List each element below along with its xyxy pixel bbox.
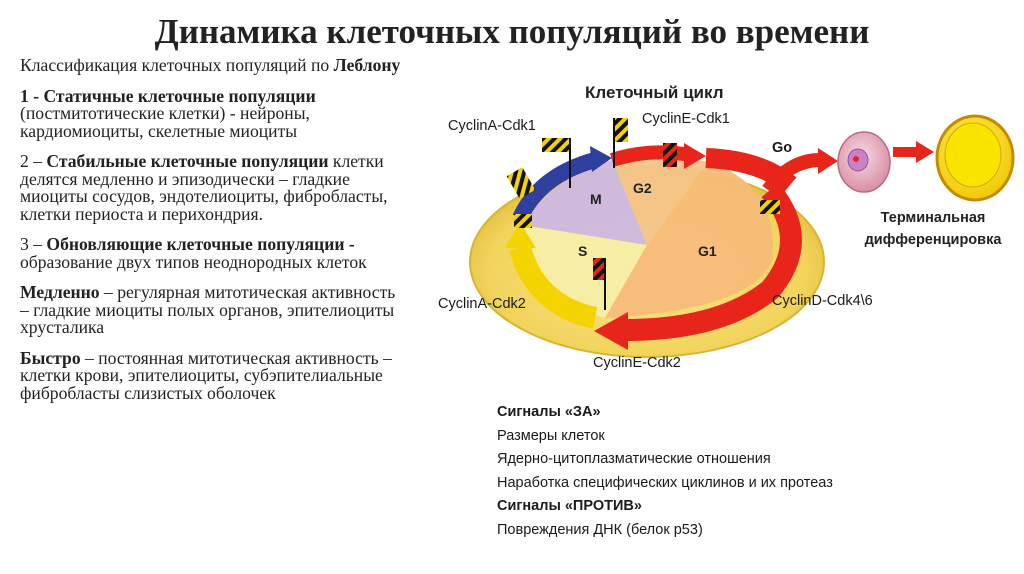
signals-against-title: Сигналы «ПРОТИВ» [497,498,642,514]
arrow-g1-head [594,312,628,350]
intro-paragraph: Классификация клеточных популяций по Леб… [20,55,405,75]
arrow-s-head [505,222,536,248]
arrow-to-cell [762,153,821,195]
arrow-g2-head [684,143,706,169]
label-go: Go [772,140,793,156]
phase-g1: G1 [698,243,717,259]
phase-s: S [578,243,588,259]
intro-text: Классификация клеточных популяций по [20,55,334,75]
page-title: Динамика клеточных популяций во времени [154,12,870,51]
item-stable-heading: Стабильные клеточные популяции [46,151,329,171]
signals-for-title: Сигналы «ЗА» [497,404,601,420]
arrow-g1 [624,182,802,341]
undifferentiated-nucleolus [853,156,859,162]
item-static: 1 - Статичные клеточные популяции (постм… [20,85,405,141]
signal-for-item: Размеры клеток [497,427,605,444]
item-static-heading: 1 - Статичные клеточные популяции [20,85,316,106]
arrow-m-head [590,146,612,172]
signal-for-item: Наработка специфических циклинов и их пр… [497,474,833,491]
signal-against-item: Повреждения ДНК (белок р53) [497,521,703,538]
sector-g1 [605,162,773,318]
phase-m: M [590,191,602,207]
terminal-differentiation-label: Терминальная дифференцировка [864,210,1002,248]
item-renewing-number: 3 – [20,234,47,254]
arrow-g2 [609,145,692,167]
label-cyclind-cdk46: CyclinD-Cdk4\6 [772,293,873,309]
item-fast: Быстро – постоянная митотическая активно… [20,347,405,403]
signal-for-item: Ядерно-цитоплазматические отношения [497,451,771,467]
item-static-text: (постмитотические клетки) - нейроны, кар… [20,103,310,141]
item-renewing-text: образование двух типов неоднородных клет… [20,251,367,272]
checkpoint-flags [506,118,780,310]
item-fast-heading: Быстро [20,347,81,368]
item-stable-number: 2 – [20,151,47,171]
item-slow-heading: Медленно [20,282,100,302]
intro-author: Леблону [333,55,401,75]
item-fast-text: – постоянная митотическая активность – к… [20,347,392,403]
label-cycline-cdk1: CyclinE-Cdk1 [642,111,730,127]
phase-g2: G2 [633,180,652,196]
cell-cycle-diagram [469,114,1015,358]
differentiated-cell-inner [944,122,1002,188]
sector-m [522,160,647,245]
signals-panel: Сигналы «ЗА» Размеры клеток Ядерно-цитоп… [497,401,937,542]
classification-text: Классификация клеточных популяций по Леб… [20,55,405,415]
item-stable: 2 – Стабильные клеточные популяции клетк… [20,151,405,224]
arrow-to-cell-head [818,148,838,174]
item-stable-text: клетки делятся медленно и эпизодически –… [20,151,388,224]
cycle-title: Клеточный цикл [585,83,724,102]
sector-g2 [612,155,708,245]
arrow-s [509,244,598,329]
item-renewing-heading: Обновляющие клеточные популяции - [46,234,355,254]
label-cycline-cdk2: CyclinE-Cdk2 [593,355,681,371]
arrow-m [512,152,598,222]
label-cyclina-cdk2: CyclinA-Cdk2 [438,296,526,312]
item-slow: Медленно – регулярная митотическая актив… [20,282,405,337]
arrow-differentiation-head [916,141,934,163]
label-cyclina-cdk1: CyclinA-Cdk1 [448,118,536,134]
item-slow-text: – регулярная митотическая активность – г… [20,282,396,337]
item-renewing: 3 – Обновляющие клеточные популяции - об… [20,234,405,272]
